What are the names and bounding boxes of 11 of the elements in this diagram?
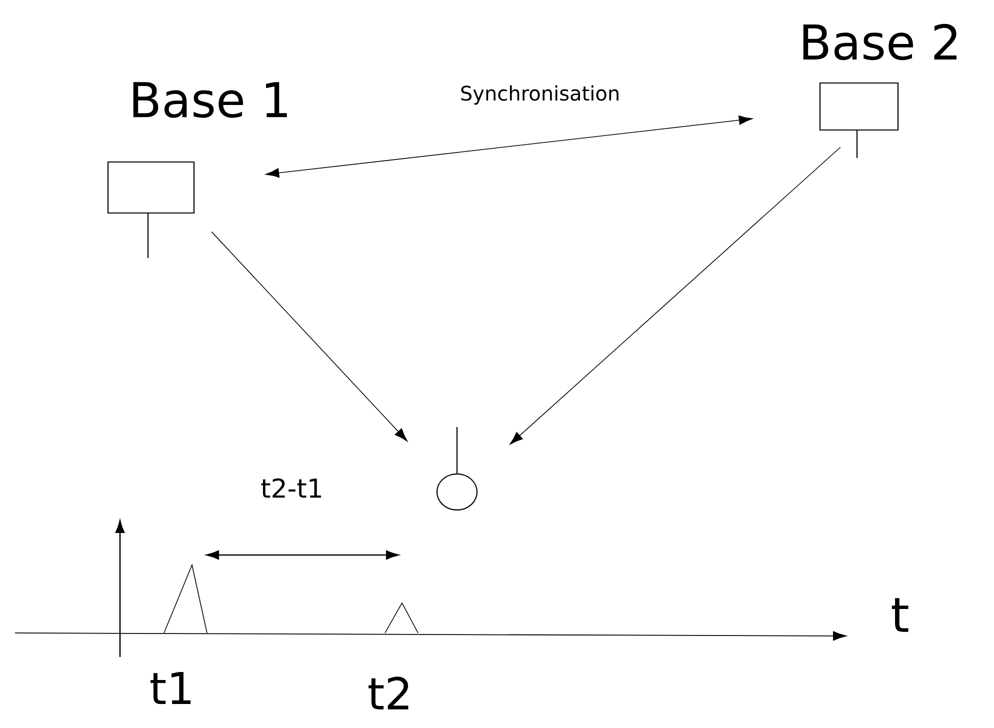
arrow bbox=[266, 115, 752, 178]
axis-label: t2 bbox=[368, 676, 408, 710]
station-heading: Base 2 bbox=[803, 24, 956, 60]
edge-label: Synchronisation bbox=[458, 84, 622, 106]
arrow bbox=[510, 146, 841, 445]
arrow bbox=[211, 231, 408, 442]
station-heading: Base 1 bbox=[133, 82, 287, 118]
axis-label: t1 bbox=[150, 672, 191, 704]
receiver-drawing bbox=[436, 427, 478, 511]
axis-label: t bbox=[892, 598, 908, 632]
axis-label: t2-t1 bbox=[261, 478, 322, 498]
